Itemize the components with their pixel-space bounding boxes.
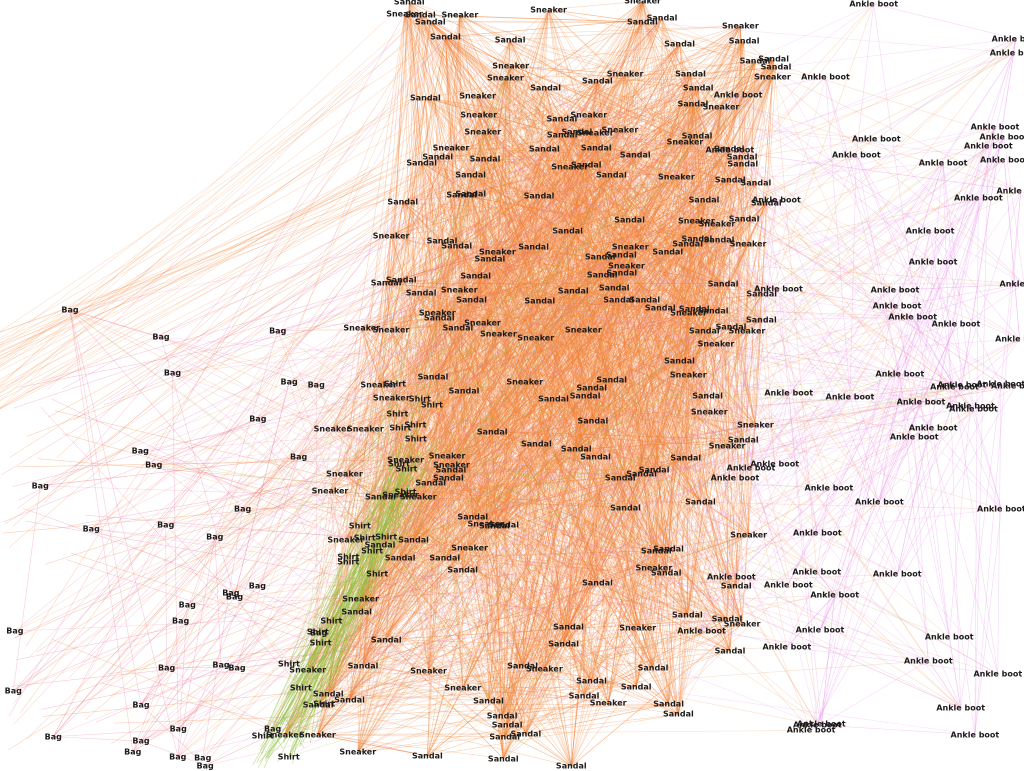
graph-edge (53, 737, 141, 741)
graph-edge (913, 317, 1002, 509)
graph-edge (788, 127, 995, 585)
graph-edge (817, 572, 998, 675)
graph-edge (52, 639, 284, 735)
graph-edge (1004, 136, 1024, 283)
graph-edge (405, 14, 643, 22)
graph-edge (817, 572, 835, 595)
graph-edge (856, 4, 873, 155)
graph-edge (970, 406, 1001, 509)
graph-edge (549, 1, 643, 9)
graph-edge (778, 289, 821, 724)
graph-edge (961, 384, 1001, 708)
graph-edge (787, 595, 835, 647)
graph-edge (0, 41, 406, 401)
graph-edge (13, 486, 40, 692)
graph-edge (141, 535, 749, 742)
graph-edge (949, 406, 970, 637)
graph-edge (998, 384, 1001, 674)
graph-edge (0, 168, 403, 340)
graph-edge (172, 373, 178, 729)
graph-edge (642, 22, 1014, 53)
graph-edge (876, 39, 1016, 139)
graph-edge (0, 40, 436, 331)
graph-edge (427, 714, 678, 756)
graph-edge (0, 185, 424, 345)
graph-edge (975, 509, 1002, 735)
graph-edge (284, 735, 504, 737)
graph-edge (445, 26, 740, 37)
graph-edge (817, 725, 975, 735)
graph-edge (879, 136, 1004, 501)
graph-edge (0, 190, 393, 396)
graph-edge (133, 597, 235, 752)
graph-edge (41, 407, 318, 705)
graph-edge (0, 9, 397, 386)
graph-edge (53, 729, 178, 736)
graph-edge (897, 39, 1016, 574)
graph-edge (874, 4, 1016, 39)
graph-edge (0, 82, 364, 367)
graph-edge (526, 734, 571, 766)
graph-edge (141, 741, 205, 766)
